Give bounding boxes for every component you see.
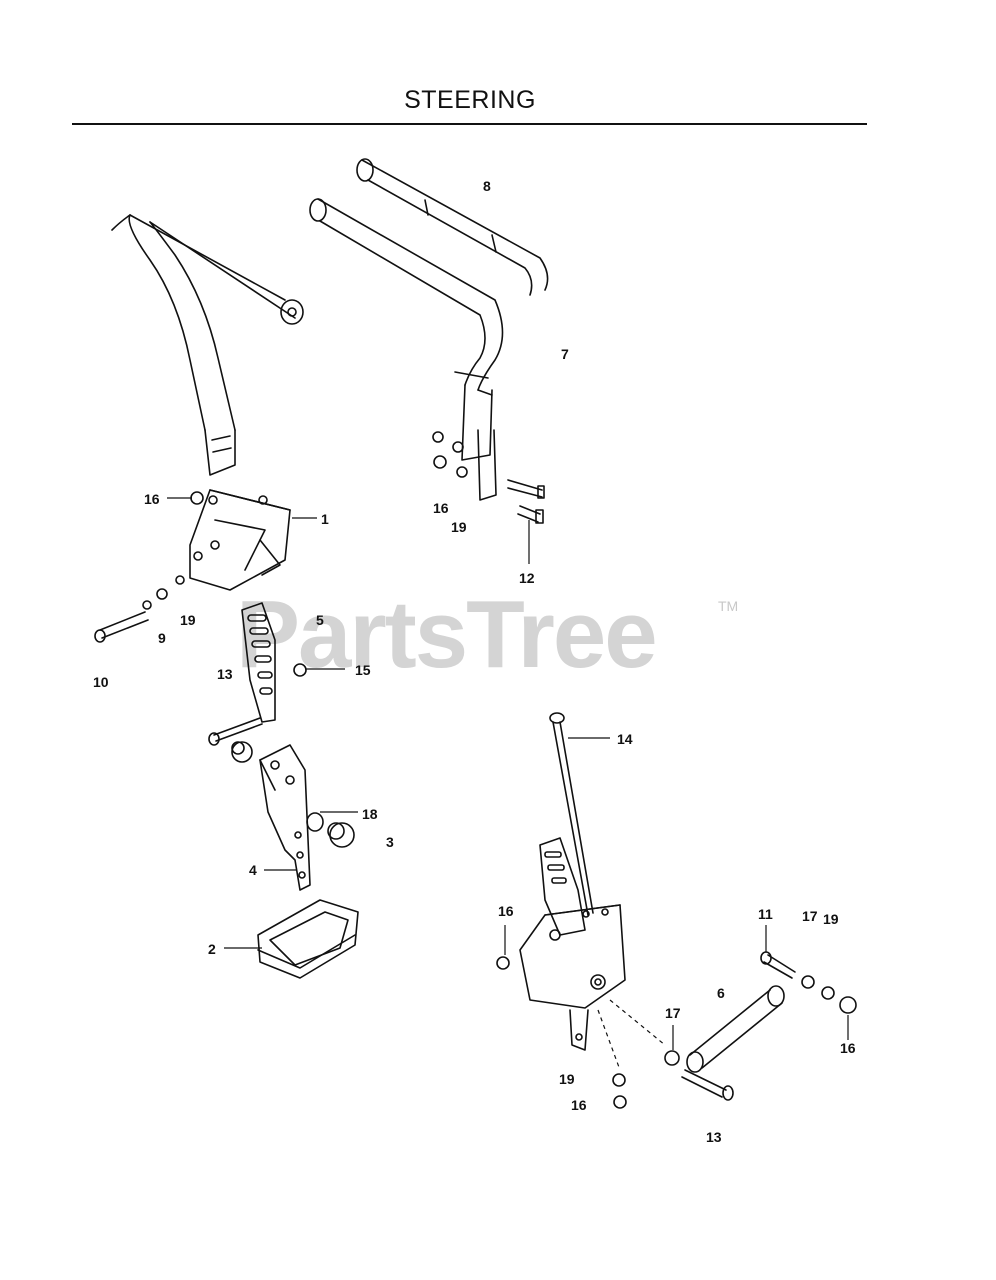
callout-19: 19: [823, 911, 839, 927]
callout-10: 10: [93, 674, 109, 690]
lever-5-part: [241, 602, 276, 723]
bracket-1-part: [189, 489, 291, 591]
callout-17: 17: [802, 908, 818, 924]
callout-17: 17: [665, 1005, 681, 1021]
callout-8: 8: [483, 178, 491, 194]
handle-bar-left-part: [111, 214, 304, 476]
callout-15: 15: [355, 662, 371, 678]
callout-19: 19: [180, 612, 196, 628]
callout-5: 5: [316, 612, 324, 628]
title-underline: [72, 123, 867, 125]
callout-16: 16: [498, 903, 514, 919]
bolt-12-part: [507, 479, 545, 524]
base-2-part: [257, 899, 359, 979]
bolt-13-left-part: [208, 717, 263, 746]
callout-19: 19: [451, 519, 467, 535]
callout-3: 3: [386, 834, 394, 850]
handle-grip-8-part: [356, 158, 549, 296]
right-steering-assembly-part: [519, 837, 626, 1051]
callout-18: 18: [362, 806, 378, 822]
page-title: STEERING: [404, 86, 536, 114]
pin-14-part: [549, 712, 594, 916]
callout-11: 11: [758, 906, 773, 922]
trademark-mark: TM: [718, 598, 739, 614]
callout-16: 16: [144, 491, 160, 507]
callout-6: 6: [717, 985, 725, 1001]
callout-16: 16: [571, 1097, 587, 1113]
callout-9: 9: [158, 630, 166, 646]
bolt-10-part: [94, 611, 149, 643]
handle-bar-7-part: [309, 198, 504, 501]
callout-19: 19: [559, 1071, 575, 1087]
callout-16: 16: [840, 1040, 856, 1056]
callout-13: 13: [217, 666, 233, 682]
callout-14: 14: [617, 731, 633, 747]
callout-16: 16: [433, 500, 449, 516]
callout-13: 13: [706, 1129, 722, 1145]
callout-12: 12: [519, 570, 535, 586]
arm-4-part: [259, 744, 311, 891]
callout-4: 4: [249, 862, 257, 878]
rod-6-part: [686, 985, 785, 1073]
callout-2: 2: [208, 941, 216, 957]
callout-7: 7: [561, 346, 569, 362]
callout-1: 1: [321, 511, 329, 527]
